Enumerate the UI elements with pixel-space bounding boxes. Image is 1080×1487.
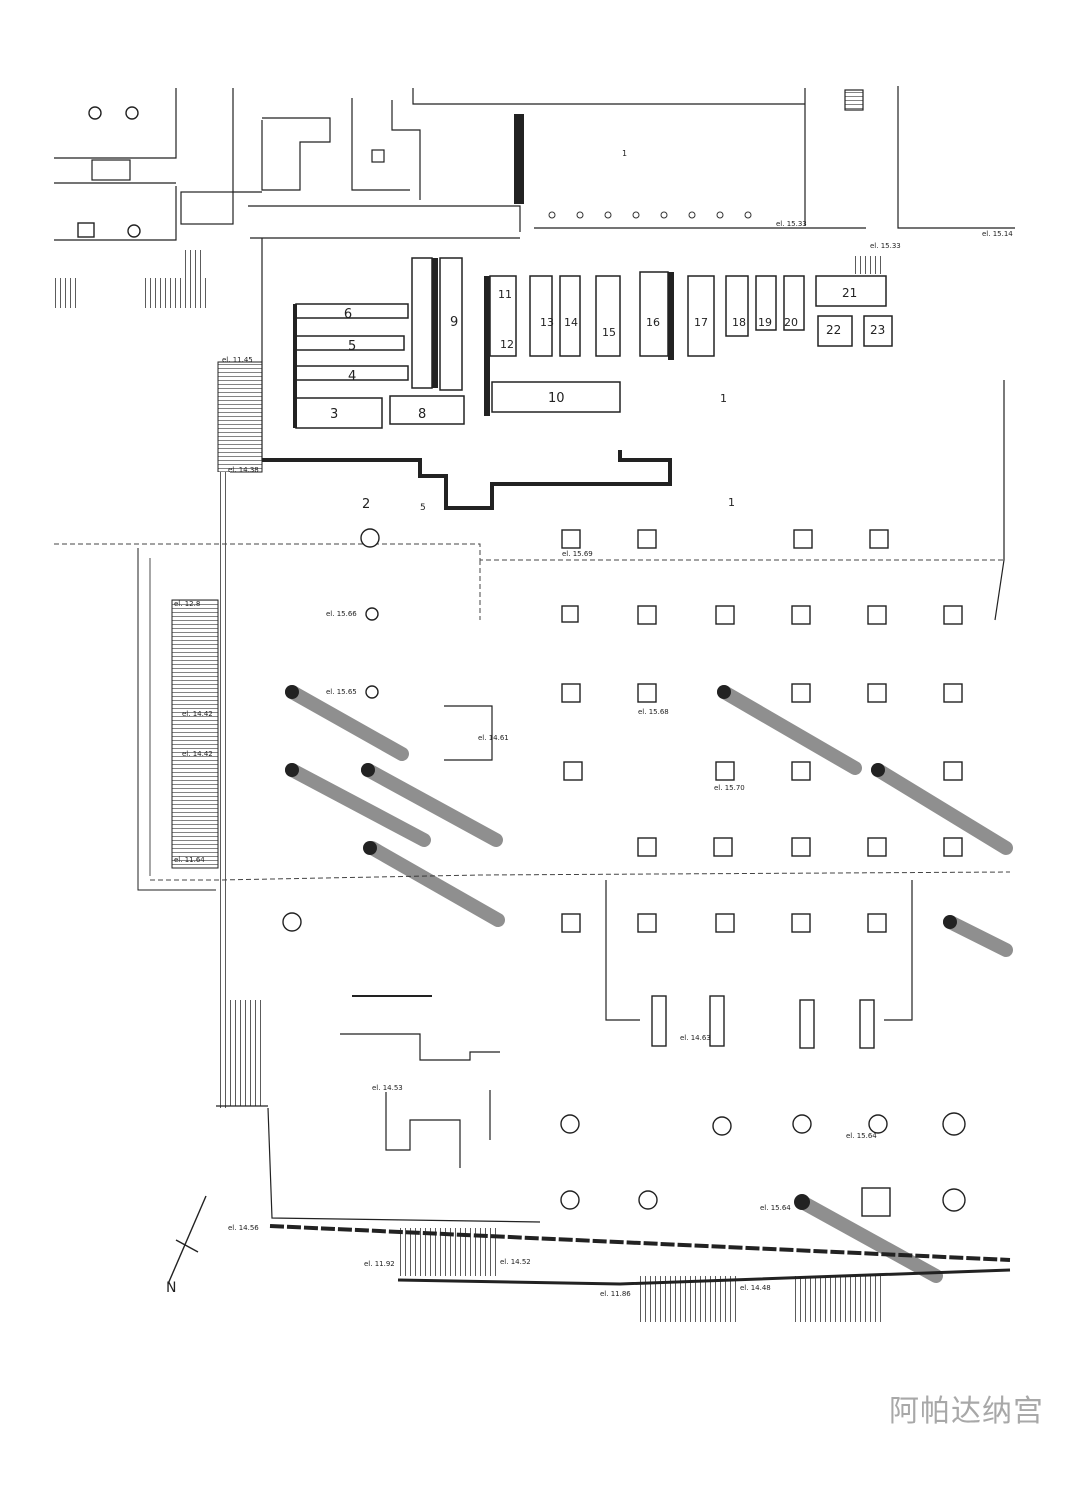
svg-text:10: 10 [548,391,565,406]
column-bases-nw [77,106,141,238]
northwest-structures [54,86,1015,241]
rooms-block [262,257,893,510]
svg-text:11: 11 [498,288,512,301]
svg-text:1: 1 [720,392,727,405]
south-stairway [216,1105,1011,1322]
fallen-columns [285,685,1013,1283]
svg-text:el. 11.45: el. 11.45 [222,356,253,364]
svg-text:4: 4 [348,369,356,384]
svg-text:el. 11.92: el. 11.92 [364,1260,395,1268]
svg-text:el. 15.14: el. 15.14 [982,230,1013,238]
svg-text:5: 5 [348,339,356,354]
svg-text:1: 1 [728,496,735,509]
svg-text:15: 15 [602,326,616,339]
svg-text:el. 14.52: el. 14.52 [500,1258,531,1266]
svg-text:el. 14.48: el. 14.48 [740,1284,771,1292]
svg-text:el. 14.42: el. 14.42 [182,750,213,758]
svg-text:el. 11.86: el. 11.86 [600,1290,631,1298]
hall-outline [54,543,1011,881]
room-shadow [293,256,882,428]
svg-text:16: 16 [646,316,660,329]
svg-text:18: 18 [732,316,746,329]
svg-text:el. 14.56: el. 14.56 [228,1224,259,1232]
svg-text:el. 15.68: el. 15.68 [638,708,669,716]
svg-text:el. 15.64: el. 15.64 [760,1204,791,1212]
north-arrow: N [166,1195,207,1296]
svg-text:20: 20 [784,316,798,329]
svg-text:N: N [166,1280,176,1296]
svg-text:el. 15.33: el. 15.33 [870,242,901,250]
svg-text:el. 12.8: el. 12.8 [174,600,200,608]
svg-text:13: 13 [540,316,554,329]
svg-text:8: 8 [418,407,426,422]
svg-text:1: 1 [622,149,627,158]
svg-text:el. 14.63: el. 14.63 [680,1034,711,1042]
room-numbers: 6 5 4 3 9 8 11 12 13 14 15 16 17 18 19 2… [330,149,885,513]
svg-text:6: 6 [344,307,352,322]
svg-text:el. 14.38: el. 14.38 [228,466,259,474]
west-stairway [137,361,264,1108]
svg-text:el. 14.42: el. 14.42 [182,710,213,718]
svg-text:14: 14 [564,316,578,329]
svg-text:el. 15.64: el. 15.64 [846,1132,877,1140]
elevation-labels: el. 15.33 el. 15.33 el. 15.14 el. 11.45 … [174,220,1013,1298]
svg-text:3: 3 [330,407,338,422]
svg-text:el. 15.70: el. 15.70 [714,784,745,792]
image-caption: 阿帕达纳宫 [889,1394,1044,1429]
svg-text:23: 23 [870,323,885,337]
svg-text:19: 19 [758,316,772,329]
column-base-grid [561,529,963,1049]
svg-text:el. 15.69: el. 15.69 [562,550,593,558]
svg-text:el. 14.61: el. 14.61 [478,734,509,742]
svg-text:el. 15.66: el. 15.66 [326,610,357,618]
svg-text:22: 22 [826,323,841,337]
svg-text:el. 11.64: el. 11.64 [174,856,205,864]
svg-text:12: 12 [500,338,514,351]
hall-walls [261,238,1005,1223]
fallen-column-heads [285,685,957,1210]
wall-hatching-nw [54,114,524,308]
svg-text:2: 2 [362,497,370,512]
round-column-bases [282,528,966,1217]
svg-text:17: 17 [694,316,708,329]
svg-text:21: 21 [842,286,857,300]
portico-column-bases [548,211,752,219]
svg-text:5: 5 [420,503,426,513]
svg-text:el. 15.65: el. 15.65 [326,688,357,696]
svg-text:el. 14.53: el. 14.53 [372,1084,403,1092]
svg-text:el. 15.33: el. 15.33 [776,220,807,228]
svg-text:9: 9 [450,315,458,330]
